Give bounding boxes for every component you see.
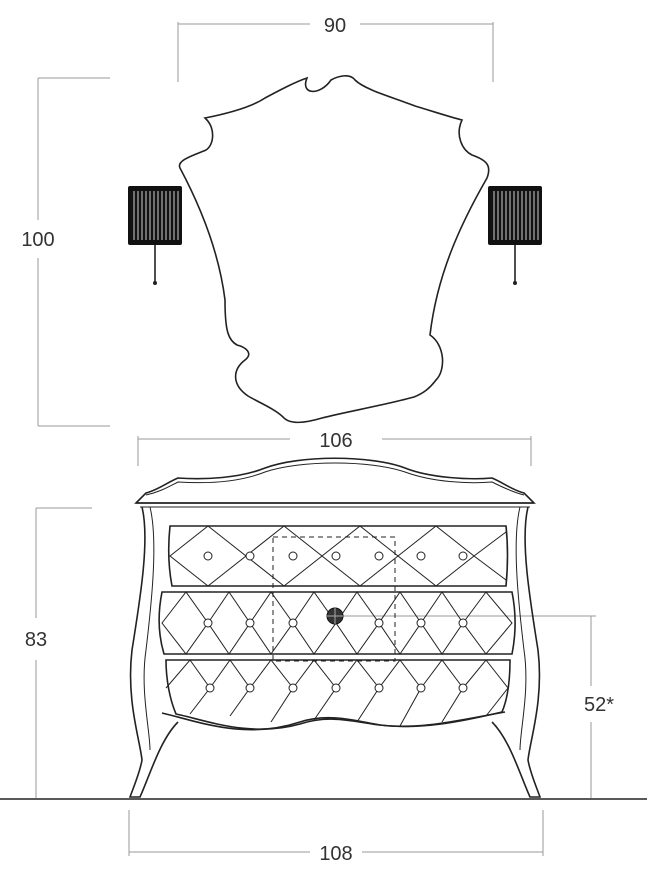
dimension-dresser-base-width: 108 [128,810,544,865]
drawer-bottom-pattern [165,659,509,727]
left-wall-lamp [128,186,182,285]
drawer-bottom [165,659,511,730]
drawer-height-label: 52* [584,694,614,716]
knob-icon [326,607,344,625]
dresser-top-width-label: 106 [319,430,352,452]
dimension-mirror-height: 100 [21,77,110,427]
mirror-frame [178,75,490,424]
dimension-dresser-height: 83 [25,507,92,798]
right-wall-lamp [488,186,542,285]
dresser-top [134,457,536,504]
dashed-inset [272,536,396,662]
dresser-height-label: 83 [25,629,47,651]
dimension-drawer-height: 52* [335,615,614,798]
drawer-top [167,525,509,587]
dresser-right-side [491,506,542,798]
dimension-mirror-width: 90 [177,15,494,82]
mirror-width-label: 90 [324,15,346,37]
dimension-dresser-top-width: 106 [137,430,532,466]
dresser-base-width-label: 108 [319,843,352,865]
drawer-middle [158,591,516,655]
dresser-left-side [128,506,179,798]
dresser [128,457,542,798]
mirror-height-label: 100 [21,229,54,251]
